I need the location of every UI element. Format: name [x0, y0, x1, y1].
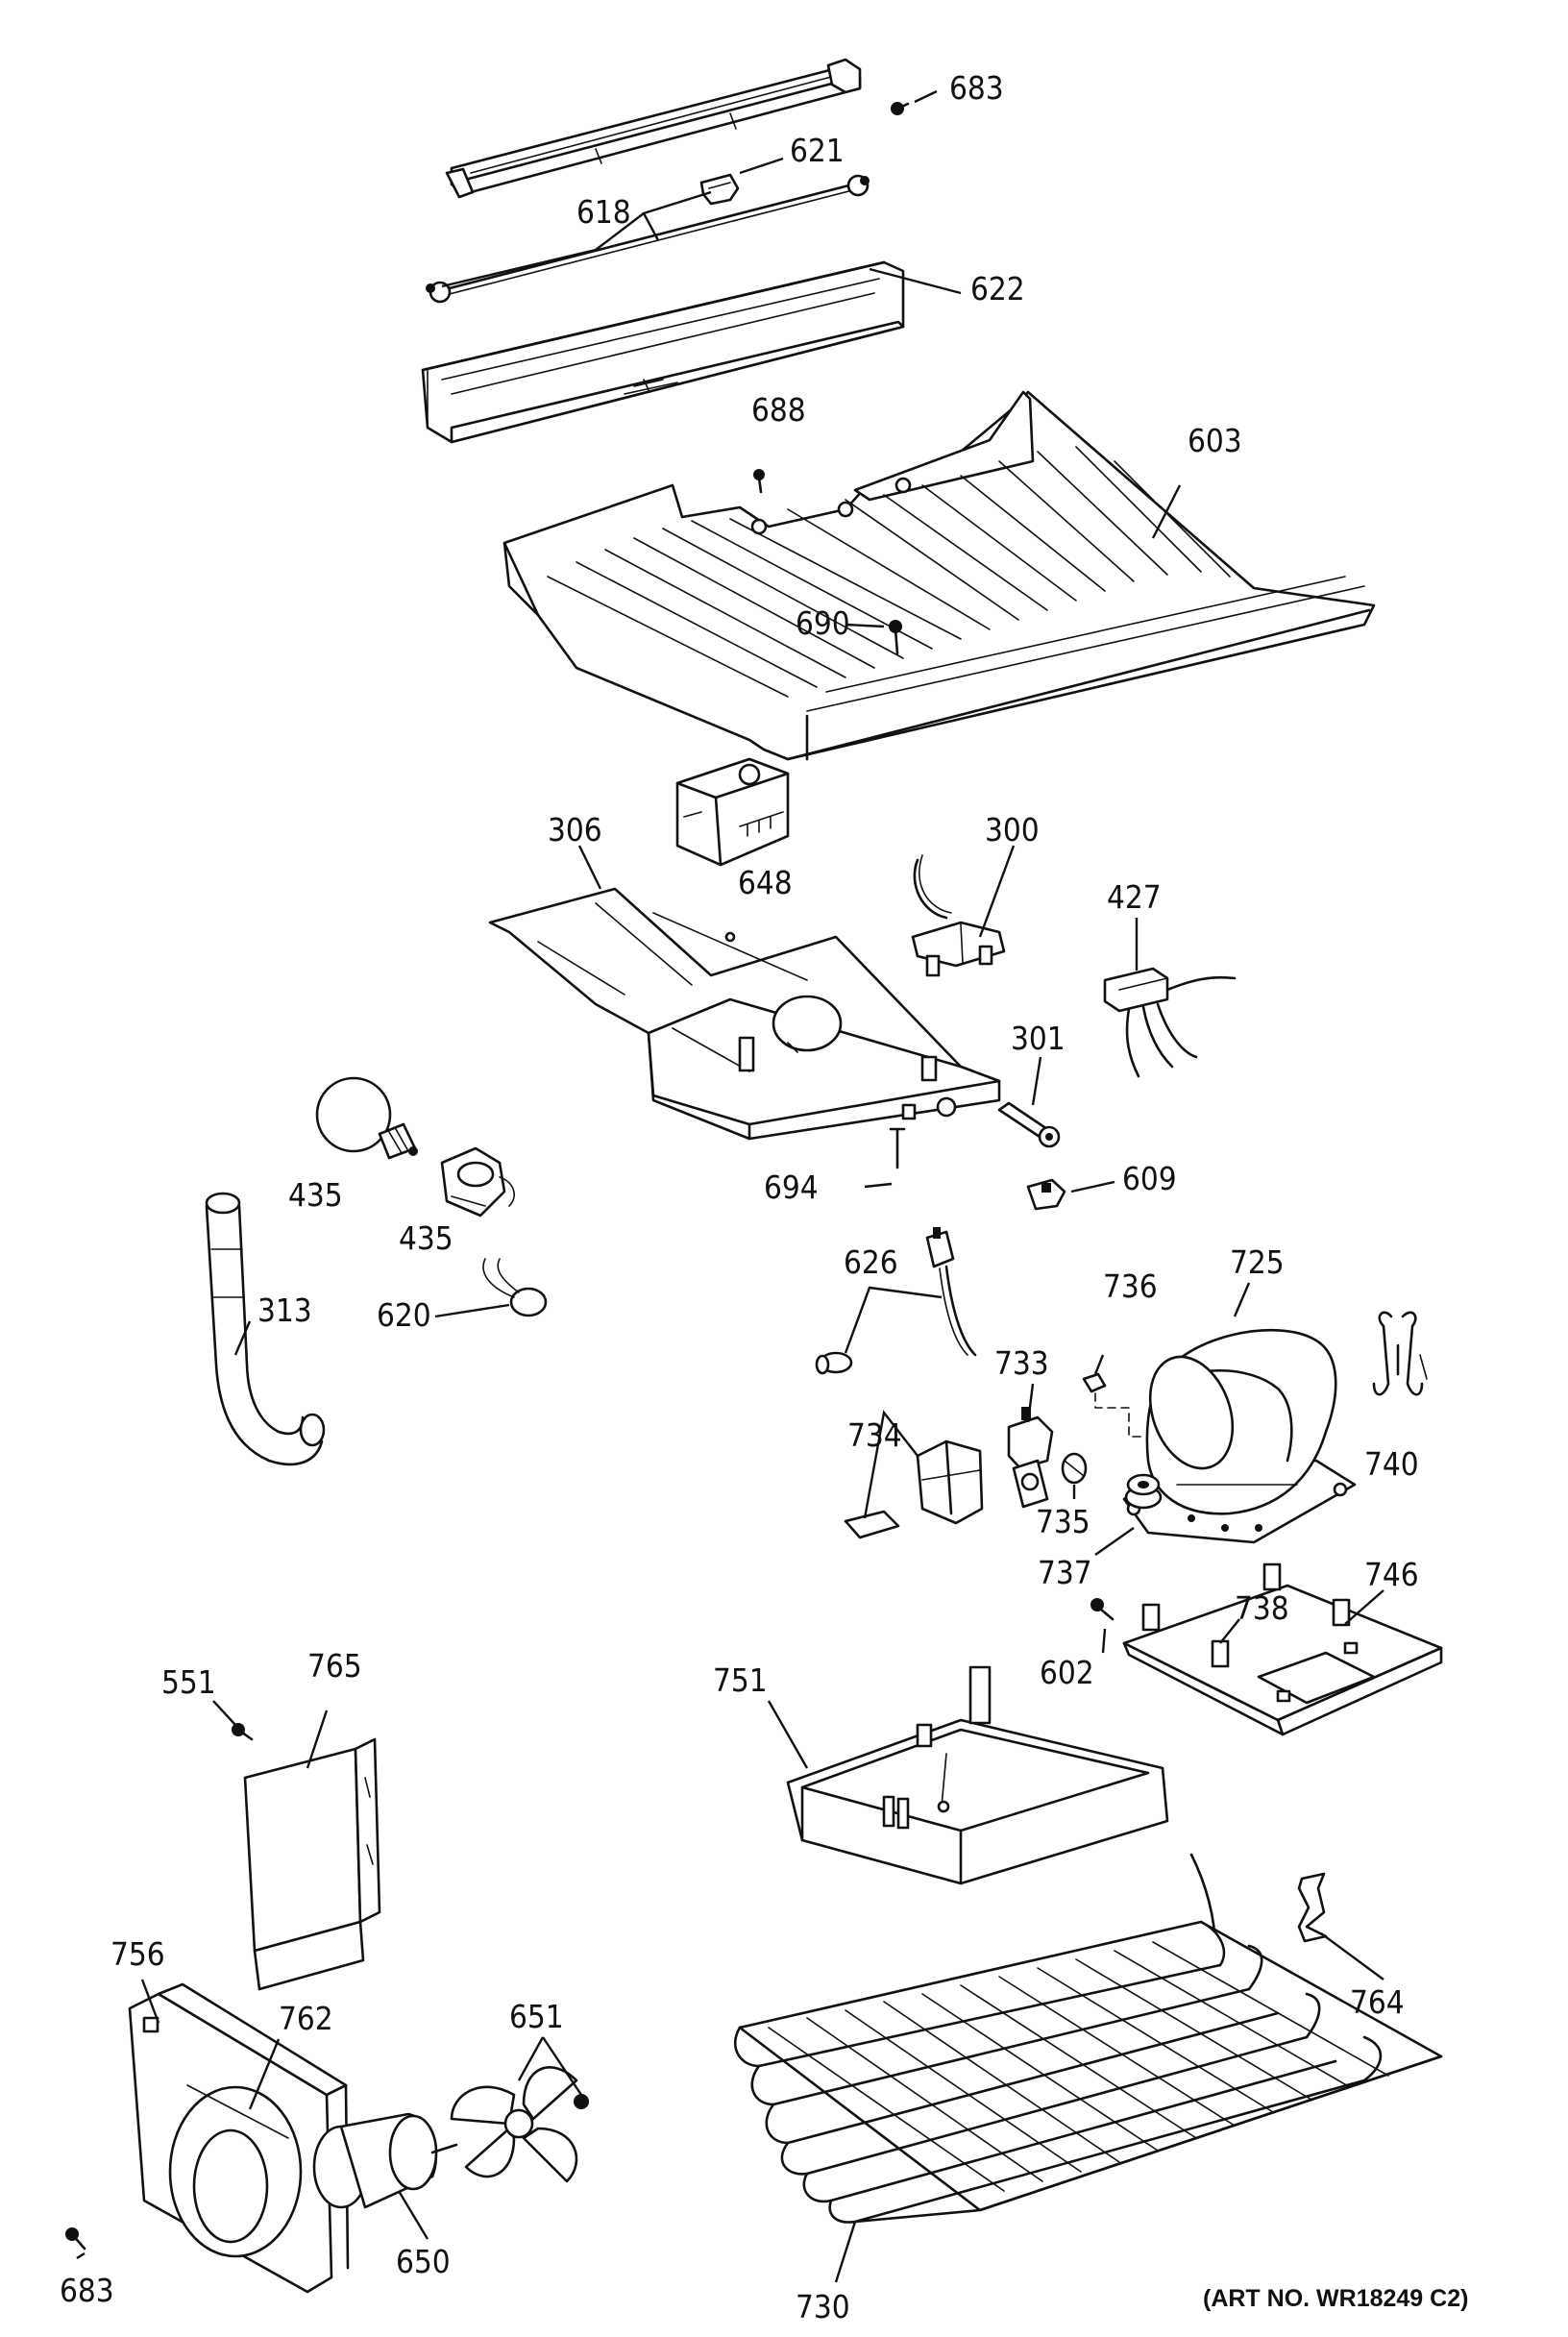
label-751: 751 [713, 1661, 768, 1699]
label-306: 306 [548, 811, 602, 849]
label-725: 725 [1230, 1243, 1285, 1281]
label-626: 626 [844, 1243, 898, 1281]
part-751-drain-pan [786, 1665, 1169, 1885]
part-626-overload [815, 1227, 977, 1375]
part-683-screw-top [891, 102, 910, 115]
label-618: 618 [576, 193, 631, 231]
part-609-switch [1026, 1178, 1066, 1211]
label-734: 734 [847, 1416, 902, 1454]
label-690: 690 [796, 604, 850, 642]
part-301-sensor [997, 1101, 1061, 1148]
leader-lines [76, 89, 1384, 2283]
label-427: 427 [1107, 878, 1162, 916]
part-313-drain-tube [205, 1192, 326, 1466]
label-746: 746 [1364, 1556, 1419, 1593]
part-725-compressor [1122, 1329, 1357, 1544]
part-733-relay [1007, 1407, 1054, 1509]
label-648: 648 [738, 864, 793, 901]
label-688: 688 [751, 391, 806, 429]
part-648-control [675, 757, 790, 867]
part-740-hooks [1372, 1311, 1428, 1396]
part-688-screw [753, 469, 765, 494]
label-765: 765 [307, 1647, 362, 1685]
label-733: 733 [994, 1344, 1049, 1382]
label-735: 735 [1036, 1503, 1090, 1540]
part-765-panel [243, 1737, 381, 1991]
part-651-fan-blade [450, 2066, 589, 2183]
part-730-condenser [734, 1853, 1443, 2224]
label-603: 603 [1188, 422, 1242, 459]
part-427-connector [1103, 967, 1237, 1078]
label-313: 313 [257, 1292, 312, 1329]
part-620-cap [482, 1258, 548, 1317]
label-694: 694 [764, 1168, 819, 1206]
label-737: 737 [1038, 1554, 1092, 1591]
part-618-shaft [426, 173, 870, 304]
part-435-bulb [315, 1076, 418, 1160]
label-435-socket: 435 [399, 1219, 453, 1257]
label-622: 622 [970, 270, 1025, 308]
label-762: 762 [279, 2000, 333, 2037]
part-746-base-plate [1122, 1562, 1443, 1736]
label-609: 609 [1122, 1160, 1177, 1197]
part-603-shelf-plate [502, 390, 1376, 761]
part-734-cover [844, 1439, 984, 1539]
part-736-clip [1082, 1372, 1142, 1438]
part-737-grommet [1124, 1473, 1163, 1510]
part-735-capacitor [1061, 1452, 1088, 1485]
label-736: 736 [1103, 1267, 1158, 1305]
part-551-screw [232, 1723, 254, 1741]
art-number: (ART NO. WR18249 C2) [1203, 2285, 1468, 2312]
part-683-screw-bottom [65, 2227, 86, 2251]
label-683-bottom: 683 [60, 2272, 114, 2309]
label-300: 300 [985, 811, 1040, 849]
label-620: 620 [377, 1296, 431, 1334]
label-621: 621 [790, 132, 845, 169]
label-764: 764 [1350, 1983, 1405, 2021]
label-738: 738 [1235, 1589, 1289, 1627]
label-740: 740 [1364, 1445, 1419, 1483]
label-756: 756 [110, 1935, 165, 1973]
part-764-clip [1297, 1872, 1328, 1943]
part-690-screw [889, 620, 902, 655]
label-602: 602 [1040, 1654, 1094, 1691]
label-301: 301 [1011, 1020, 1066, 1057]
part-435-socket [440, 1146, 515, 1218]
part-622-trough [421, 260, 905, 444]
part-694-screw [889, 1127, 906, 1169]
label-551: 551 [161, 1663, 216, 1701]
label-435-bulb: 435 [288, 1176, 343, 1214]
part-300-thermostat [911, 854, 1006, 977]
part-306-control-housing [488, 887, 1001, 1141]
part-650-fan-motor [312, 2112, 458, 2209]
callout-labels: 683 621 618 622 688 603 690 648 306 300 … [60, 69, 1468, 2325]
label-683-top: 683 [949, 69, 1004, 107]
label-650: 650 [396, 2243, 451, 2280]
label-730: 730 [796, 2288, 850, 2325]
part-602-screw [1090, 1598, 1115, 1621]
label-651: 651 [509, 1998, 564, 2035]
part-621-cover-rail [445, 58, 862, 199]
